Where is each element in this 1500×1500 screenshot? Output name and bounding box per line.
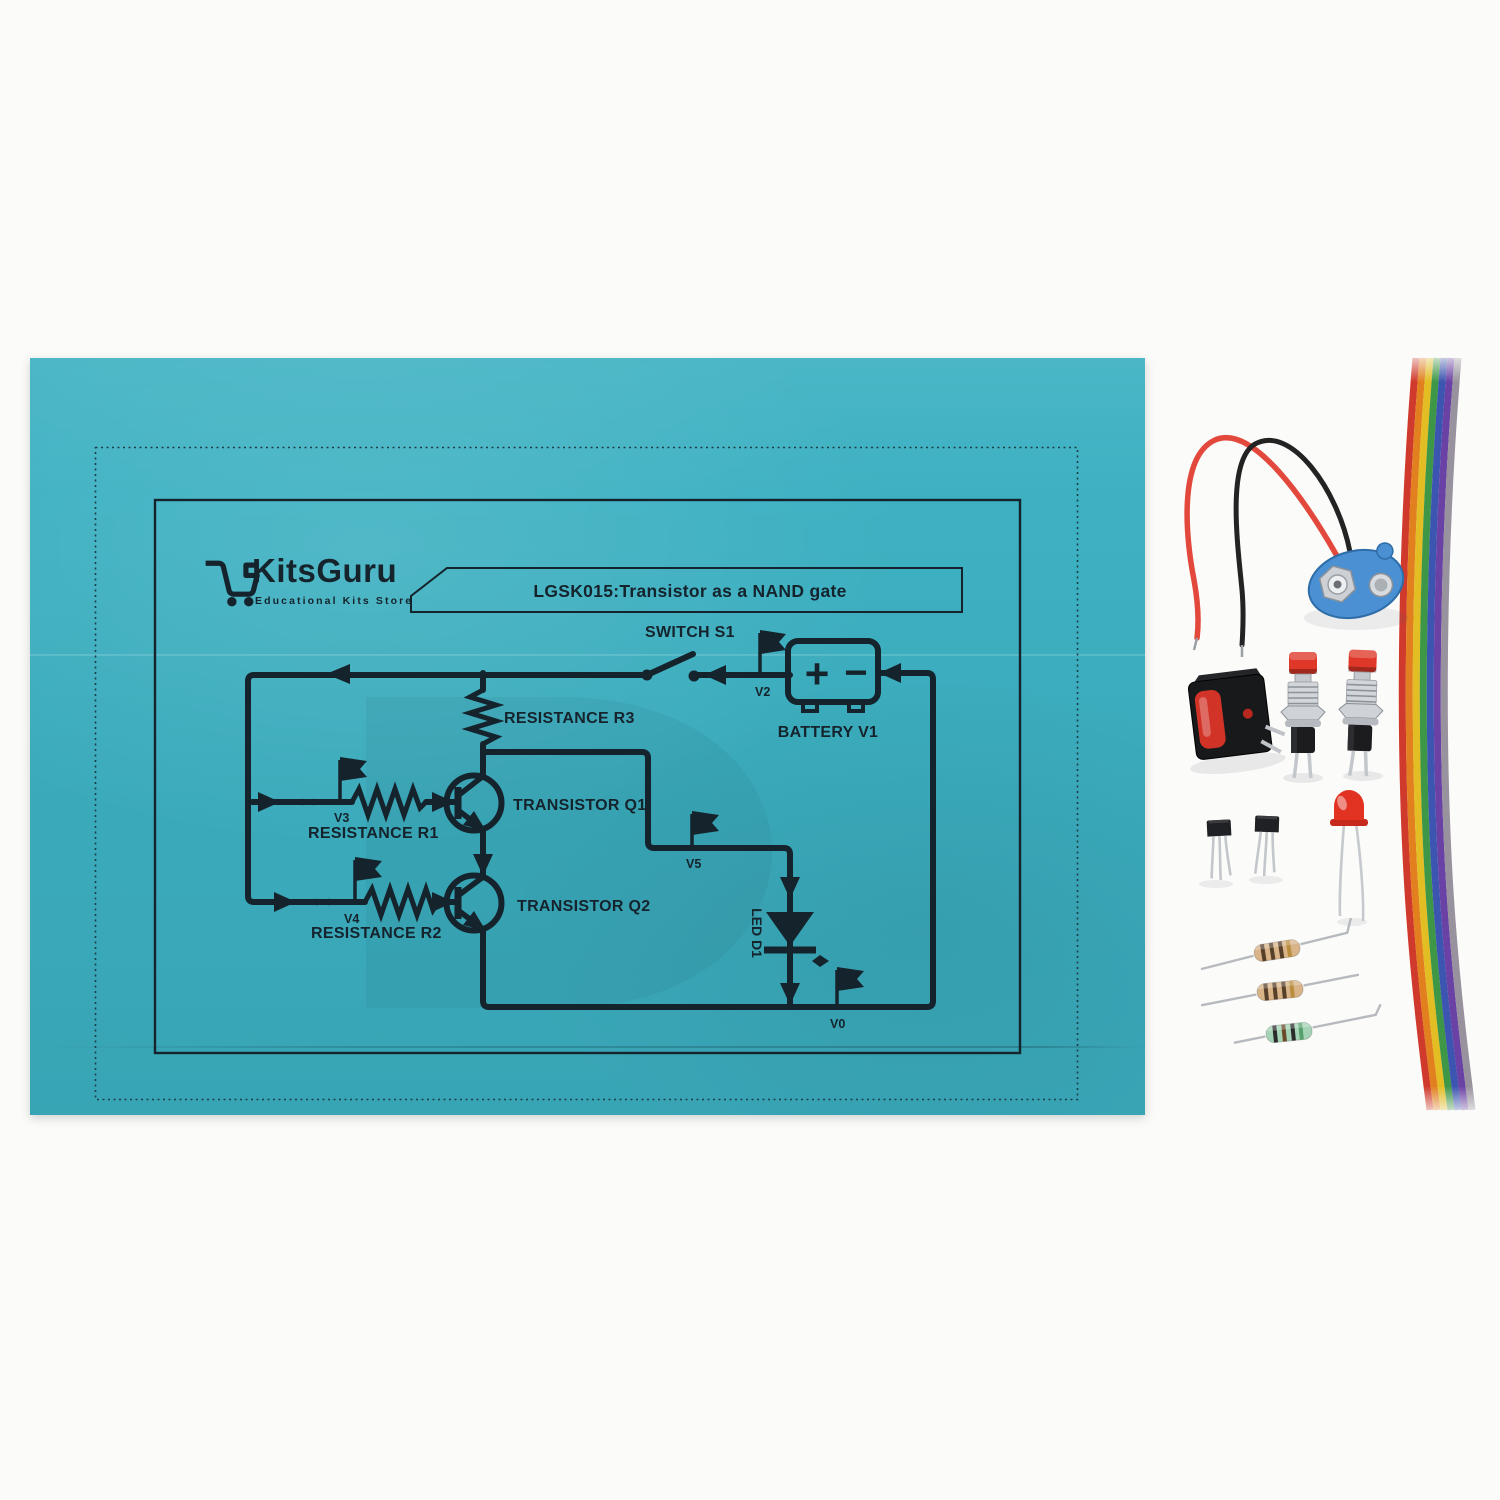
rocker-switch: [1187, 668, 1286, 774]
battery-symbol: + −: [785, 638, 881, 713]
black-wire: [1233, 437, 1353, 648]
label-resistance-r1: RESISTANCE R1: [308, 825, 439, 842]
label-v5: V5: [686, 857, 701, 871]
label-v4: V4: [344, 912, 359, 926]
wire-top-and-left-bus: [245, 672, 652, 905]
wire-v5-led: [480, 749, 793, 1010]
battery-plus-sign: +: [805, 650, 830, 697]
current-arrows: [258, 663, 901, 1005]
brand-name: KitsGuru: [252, 552, 398, 589]
push-button: [1279, 650, 1327, 783]
transistor: [1199, 818, 1236, 888]
rocker-actuator: [1194, 689, 1226, 749]
switch-s1-symbol: [641, 651, 700, 682]
watermark-d: [366, 697, 772, 1008]
paper-crease: [30, 1046, 1145, 1048]
male-snap-terminal: [1368, 572, 1394, 598]
circuit-schematic: LGSK015:Transistor as a NAND gate: [94, 446, 1079, 1101]
led-d1-symbol: [764, 912, 829, 967]
label-transistor-q1: TRANSISTOR Q1: [513, 797, 646, 814]
brand-tagline: Educational Kits Store: [255, 595, 414, 607]
battery-snap-connector: [1184, 435, 1408, 657]
label-led-d1: LED D1: [749, 908, 765, 958]
wire-bottom-and-right: [480, 670, 936, 1010]
label-v0: V0: [830, 1017, 845, 1031]
shopping-cart-icon: [205, 560, 260, 607]
label-v3: V3: [334, 811, 349, 825]
push-button: [1334, 647, 1387, 781]
resistor: [1200, 917, 1353, 971]
label-resistance-r3: RESISTANCE R3: [504, 710, 635, 727]
label-v2: V2: [755, 685, 770, 699]
led: [1330, 790, 1368, 926]
resistor-r1-symbol: [349, 781, 428, 823]
transistor: [1249, 814, 1283, 884]
paper-crease: [30, 654, 1145, 656]
ribbon-cable: [1390, 350, 1495, 1118]
wire-junction-dots: [298, 798, 333, 906]
red-wire: [1184, 435, 1340, 641]
sheet-title: LGSK015:Transistor as a NAND gate: [533, 581, 846, 601]
battery-minus-sign: −: [844, 651, 867, 695]
label-resistance-r2: RESISTANCE R2: [311, 925, 442, 942]
brand-logo: KitsGuru Educational Kits Store: [200, 550, 440, 628]
resistor: [1200, 973, 1360, 1007]
resistor-r3-symbol: [461, 687, 505, 747]
resistor-r2-symbol: [362, 881, 441, 923]
female-snap-terminal: [1318, 565, 1357, 603]
led-lens: [1334, 790, 1364, 820]
dashed-border: [94, 446, 1079, 1101]
label-battery-v1: BATTERY V1: [778, 724, 879, 741]
label-transistor-q2: TRANSISTOR Q2: [517, 898, 650, 915]
schematic-border: [153, 498, 1022, 1055]
test-point-flags: [338, 630, 864, 1007]
label-switch-s1: SWITCH S1: [645, 624, 735, 641]
instruction-sheet: [30, 358, 1145, 1115]
resistor: [1233, 1003, 1382, 1045]
title-box: [410, 567, 963, 613]
